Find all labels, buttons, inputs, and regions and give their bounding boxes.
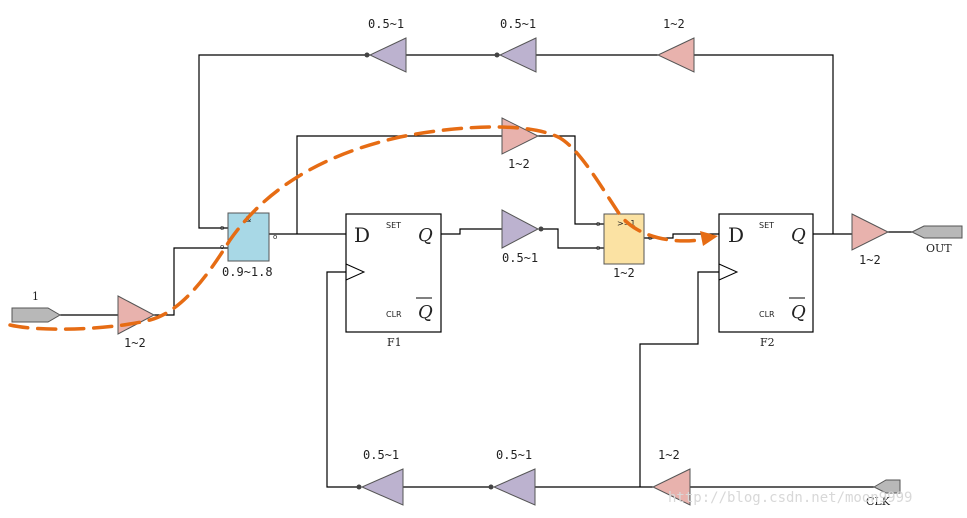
buffer-output: 1~2 (851, 213, 890, 267)
f2-name: F2 (760, 336, 775, 349)
wire-f1-q (441, 228, 502, 235)
and-gate-delay: 0.9~1.8 (222, 265, 273, 279)
critical-path-arrowhead (700, 231, 718, 246)
wire-upper-a (296, 135, 502, 234)
flipflop-f2: D SET Q CLR Q F2 (718, 213, 814, 349)
buffer-between-ffs: 0.5~1 (501, 209, 544, 265)
buffer-feedback-mid-delay: 0.5~1 (500, 17, 536, 31)
buffer-clk-left-delay: 0.5~1 (363, 448, 399, 462)
output-port: OUT (910, 225, 963, 255)
buffer-feedback-right: 1~2 (656, 17, 695, 73)
f1-qbar-pin: Q (418, 302, 433, 323)
and-gate: & o o o 0.9~1.8 (220, 212, 277, 279)
buffer-feedback-right-delay: 1~2 (663, 17, 685, 31)
wire-to-or-b (543, 228, 604, 249)
wire-feedback-right-b (694, 54, 834, 234)
buffer-clk-mid-delay: 0.5~1 (496, 448, 532, 462)
buffer-upper-path-delay: 1~2 (508, 157, 530, 171)
wire-feedback-left (198, 54, 370, 229)
buffer-feedback-left-delay: 0.5~1 (368, 17, 404, 31)
svg-text:o: o (220, 243, 224, 251)
svg-text:o: o (648, 234, 652, 242)
svg-text:o: o (596, 220, 600, 228)
svg-text:o: o (273, 233, 277, 241)
f2-set-pin: SET (759, 221, 774, 230)
buffer-clk-right: 1~2 (651, 448, 691, 506)
buffer-clk-mid: 0.5~1 (488, 448, 536, 506)
or-gate-delay: 1~2 (613, 266, 635, 280)
buffer-output-delay: 1~2 (859, 253, 881, 267)
f1-name: F1 (387, 336, 402, 349)
clk-label: CLK (866, 495, 891, 508)
svg-text:o: o (220, 224, 224, 232)
wire-clk-f2 (639, 271, 719, 487)
watermark: http://blog.csdn.net/moon9999 (668, 490, 912, 506)
f2-d-pin: D (728, 223, 744, 247)
buffer-feedback-mid: 0.5~1 (494, 17, 537, 73)
output-label: OUT (926, 242, 952, 255)
or-gate: >=1 o o o 1~2 (596, 213, 652, 280)
buffer-feedback-left: 0.5~1 (364, 17, 407, 73)
input-port: 1 (11, 290, 61, 323)
f2-clr-pin: CLR (759, 310, 775, 319)
f2-q-pin: Q (791, 225, 806, 246)
buffer-clk-left: 0.5~1 (356, 448, 404, 506)
f1-clr-pin: CLR (386, 310, 402, 319)
clk-port: CLK (866, 479, 901, 508)
f1-d-pin: D (354, 223, 370, 247)
flipflop-f1: D SET Q CLR Q F1 (345, 213, 442, 349)
critical-path-dashed (8, 125, 712, 331)
buffer-clk-right-delay: 1~2 (658, 448, 680, 462)
input-label: 1 (32, 290, 39, 303)
buffer-input-delay: 1~2 (124, 336, 146, 350)
wire-clk-f1 (326, 271, 359, 488)
f1-q-pin: Q (418, 225, 433, 246)
f2-qbar-pin: Q (791, 302, 806, 323)
buffer-between-ffs-delay: 0.5~1 (502, 251, 538, 265)
svg-text:o: o (596, 244, 600, 252)
wire-upper-b (538, 135, 604, 225)
f1-set-pin: SET (386, 221, 401, 230)
